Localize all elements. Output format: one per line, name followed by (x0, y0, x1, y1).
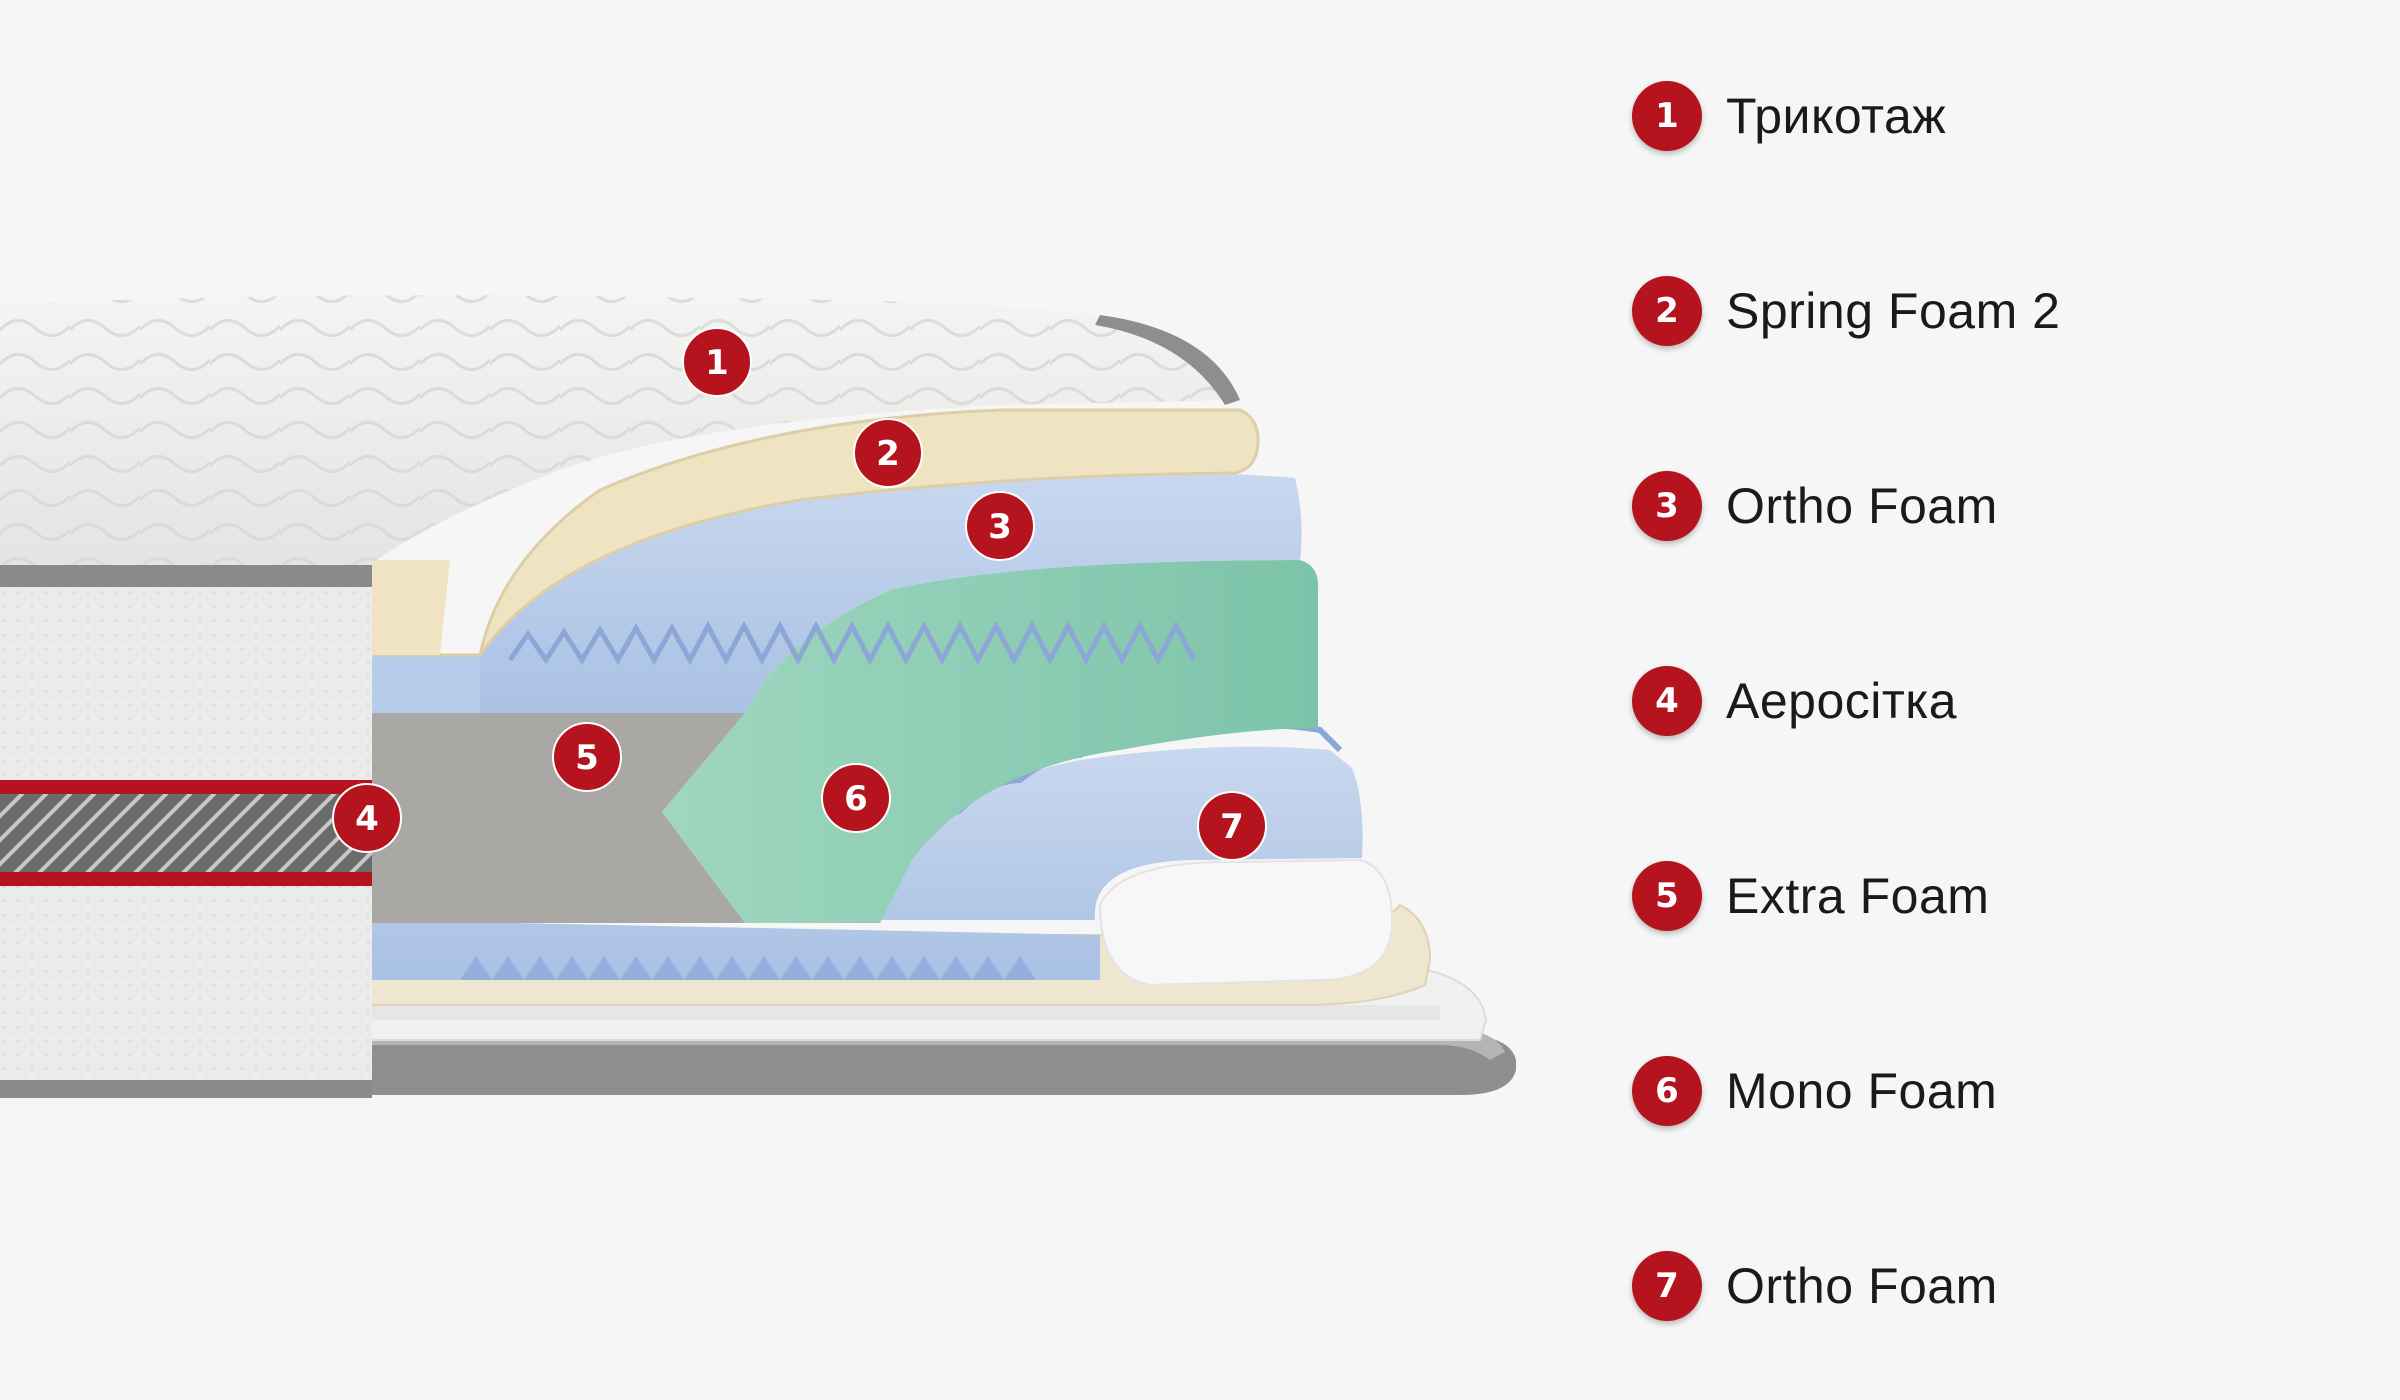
legend-item-3: 3 Ortho Foam (1632, 468, 1998, 544)
diagram-marker-1: 1 (682, 327, 752, 397)
badge-7-icon: 7 (1632, 1251, 1702, 1321)
spring-foam-layer (370, 408, 1260, 657)
diagram-marker-number: 5 (575, 738, 599, 778)
ortho-foam-top-layer (370, 470, 1302, 713)
diagram-marker-number: 1 (705, 343, 729, 383)
legend-item-1: 1 Трикотаж (1632, 78, 1946, 154)
extra-foam-block (370, 713, 745, 923)
diagram-marker-number: 3 (988, 507, 1012, 547)
diagram-marker-4: 4 (332, 783, 402, 853)
legend-label: Аеросітка (1726, 673, 1958, 729)
bottom-white-cushion (1098, 858, 1394, 987)
legend-item-4: 4 Аеросітка (1632, 663, 1957, 739)
badge-3-icon: 3 (1632, 471, 1702, 541)
badge-4-icon: 4 (1632, 666, 1702, 736)
knit-cover-top (0, 295, 1240, 565)
legend-item-5: 5 Extra Foam (1632, 858, 1989, 934)
legend-label: Spring Foam 2 (1726, 283, 2061, 339)
diagram-marker-2: 2 (853, 418, 923, 488)
air-mesh-band (0, 780, 372, 886)
diagram-marker-5: 5 (552, 722, 622, 792)
diagram-marker-7: 7 (1197, 791, 1267, 861)
diagram-marker-number: 6 (844, 779, 868, 819)
legend-label: Mono Foam (1726, 1063, 1998, 1119)
legend-label: Ortho Foam (1726, 1258, 1998, 1314)
badge-2-icon: 2 (1632, 276, 1702, 346)
badge-5-icon: 5 (1632, 861, 1702, 931)
legend-item-2: 2 Spring Foam 2 (1632, 273, 2060, 349)
diagram-marker-6: 6 (821, 763, 891, 833)
legend-item-6: 6 Mono Foam (1632, 1053, 1997, 1129)
diagram-marker-number: 4 (355, 799, 379, 839)
legend-label: Extra Foam (1726, 868, 1990, 924)
legend-label: Трикотаж (1726, 88, 1947, 144)
badge-6-icon: 6 (1632, 1056, 1702, 1126)
diagram-marker-3: 3 (965, 491, 1035, 561)
badge-1-icon: 1 (1632, 81, 1702, 151)
diagram-marker-number: 7 (1220, 807, 1244, 847)
diagram-marker-number: 2 (876, 434, 900, 474)
legend-label: Ortho Foam (1726, 478, 1998, 534)
legend-item-7: 7 Ortho Foam (1632, 1248, 1998, 1324)
